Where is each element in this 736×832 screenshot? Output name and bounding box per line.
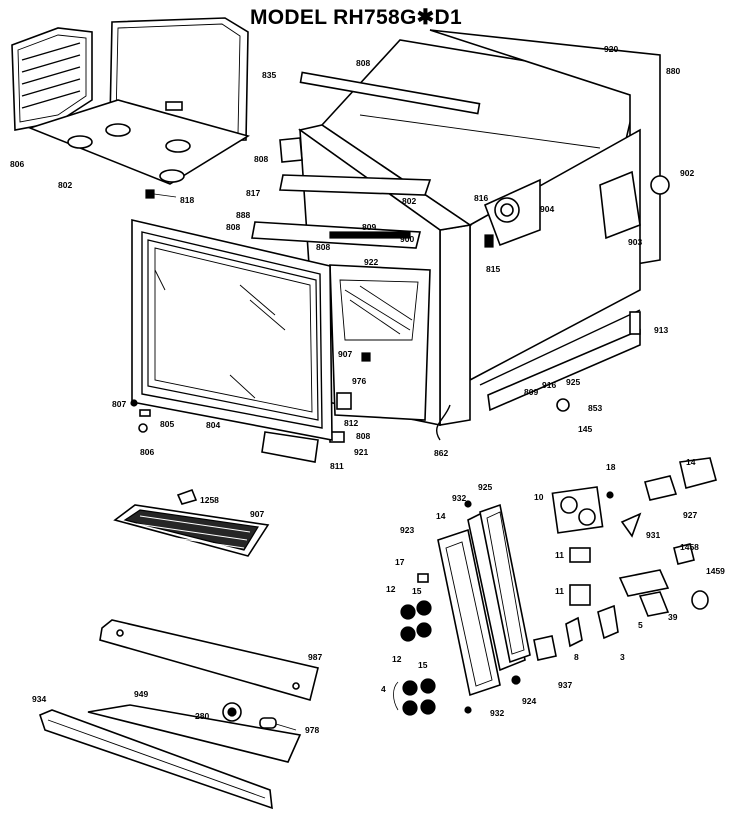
electrical-components [533, 457, 717, 661]
part-number-label: 913 [654, 325, 668, 335]
part-number-label: 809 [362, 222, 376, 232]
part-number-label: 907 [338, 349, 352, 359]
oven-cabinet-assembly [251, 29, 670, 463]
part-number-label: 8 [574, 652, 579, 662]
part-number-label: 10 [534, 492, 544, 502]
part-number-label: 862 [434, 448, 448, 458]
part-number-label: 15 [418, 660, 428, 670]
part-number-label: 802 [58, 180, 72, 190]
part-number-label: 987 [308, 652, 322, 662]
part-number-label: 280 [195, 711, 209, 721]
part-number-label: 17 [395, 557, 405, 567]
control-panel-assembly [393, 500, 531, 716]
part-number-label: 815 [486, 264, 500, 274]
part-number-label: 932 [490, 708, 504, 718]
part-number-label: 916 [542, 380, 556, 390]
part-number-label: 1459 [706, 566, 725, 576]
part-number-label: 923 [400, 525, 414, 535]
part-number-label: 937 [558, 680, 572, 690]
part-number-label: 806 [10, 159, 24, 169]
part-number-label: 902 [680, 168, 694, 178]
part-number-label: 11 [555, 586, 564, 596]
part-number-label: 934 [32, 694, 46, 704]
part-number-label: 927 [683, 510, 697, 520]
part-number-label: 920 [604, 44, 618, 54]
oven-door [131, 218, 333, 441]
part-number-label: 888 [236, 210, 250, 220]
part-number-label: 5 [638, 620, 643, 630]
part-number-label: 14 [436, 511, 446, 521]
part-number-label: 809 [524, 387, 538, 397]
part-number-label: 900 [400, 234, 414, 244]
part-number-label: 925 [566, 377, 580, 387]
part-number-label: 808 [316, 242, 330, 252]
part-number-label: 924 [522, 696, 536, 706]
part-number-label: 818 [180, 195, 194, 205]
part-number-label: 976 [352, 376, 366, 386]
part-number-label: 39 [668, 612, 678, 622]
part-number-label: 804 [206, 420, 220, 430]
part-number-label: 816 [474, 193, 488, 203]
part-number-label: 812 [344, 418, 358, 428]
part-number-label: 807 [112, 399, 126, 409]
part-number-label: 14 [686, 457, 696, 467]
part-number-label: 805 [160, 419, 174, 429]
part-number-label: 808 [226, 222, 240, 232]
door-hinge-hardware [130, 399, 151, 433]
part-number-label: 3 [620, 652, 625, 662]
lower-trim-panels [39, 619, 319, 810]
part-number-label: 15 [412, 586, 422, 596]
part-number-label: 904 [540, 204, 554, 214]
part-number-label: 11 [555, 550, 564, 560]
part-number-label: 1258 [200, 495, 219, 505]
part-number-label: 922 [364, 257, 378, 267]
part-number-label: 145 [578, 424, 592, 434]
part-number-label: 949 [134, 689, 148, 699]
part-number-label: 880 [666, 66, 680, 76]
part-number-label: 817 [246, 188, 260, 198]
part-number-label: 18 [606, 462, 616, 472]
part-number-label: 925 [478, 482, 492, 492]
door-panel-assembly [11, 17, 250, 199]
part-number-label: 808 [356, 58, 370, 68]
part-number-label: 853 [588, 403, 602, 413]
part-number-label: 12 [392, 654, 402, 664]
part-number-label: 4 [381, 684, 386, 694]
part-number-label: 903 [628, 237, 642, 247]
part-number-label: 931 [646, 530, 660, 540]
part-number-label: 1458 [680, 542, 699, 552]
broiler-grille [113, 488, 270, 557]
part-number-label: 835 [262, 70, 276, 80]
part-number-label: 802 [402, 196, 416, 206]
part-number-label: 12 [386, 584, 396, 594]
part-number-label: 808 [356, 431, 370, 441]
part-number-label: 808 [254, 154, 268, 164]
part-number-label: 932 [452, 493, 466, 503]
diagram-title: MODEL RH758G✱D1 [250, 6, 462, 29]
part-number-label: 978 [305, 725, 319, 735]
part-number-label: 907 [250, 509, 264, 519]
part-number-label: 811 [330, 461, 344, 471]
part-number-label: 806 [140, 447, 154, 457]
part-number-label: 921 [354, 447, 368, 457]
